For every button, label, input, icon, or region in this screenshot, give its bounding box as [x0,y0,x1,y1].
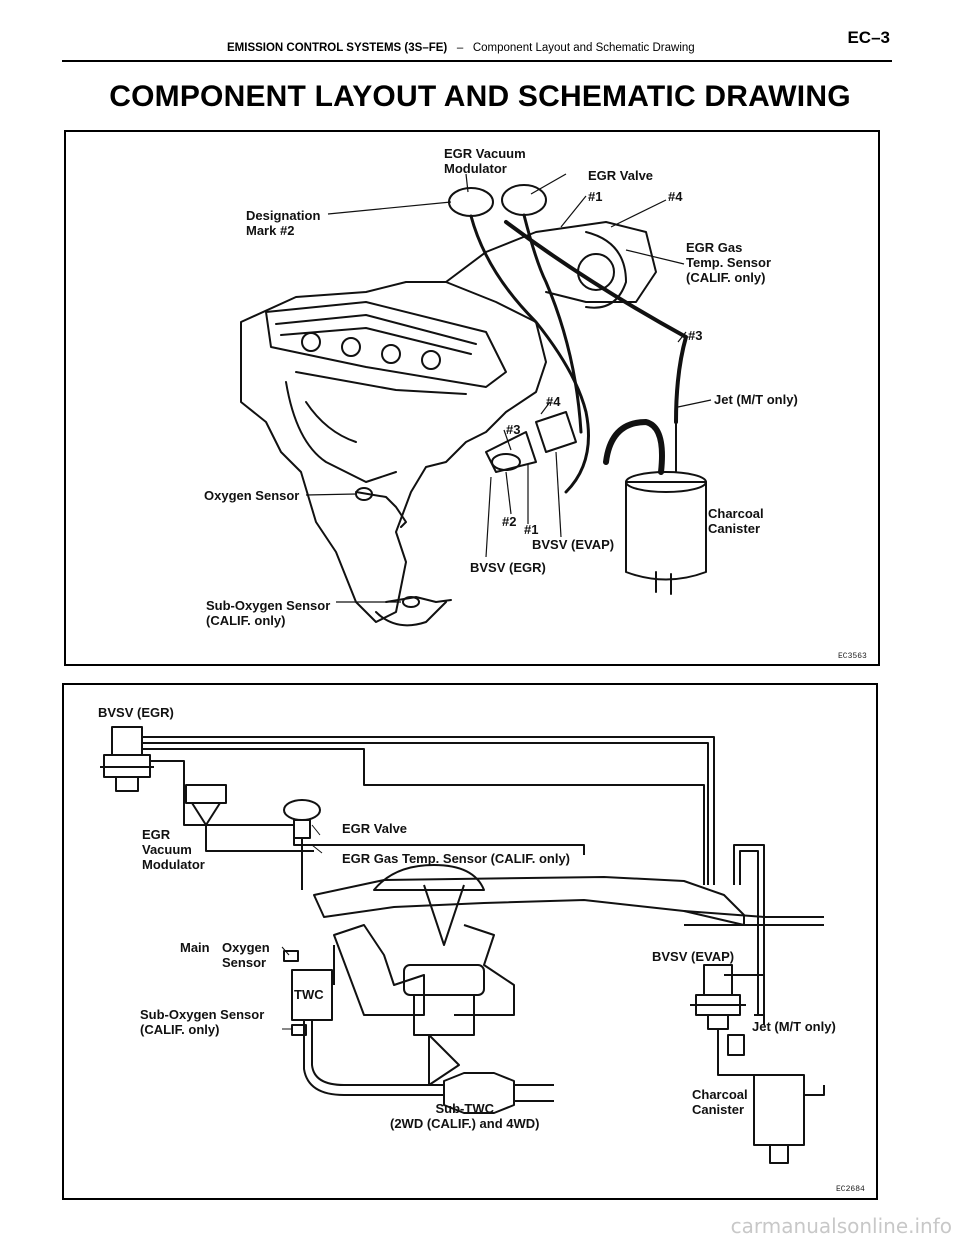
label-bvsv-egr: BVSV (EGR) [470,560,546,575]
label-sub-oxygen-sensor: Sub-Oxygen Sensor (CALIF. only) [206,598,331,628]
label-designation-mark: Designation Mark #2 [246,208,321,238]
label-hose-4: #4 [668,189,683,204]
schematic-figure: BVSV (EGR) EGR Vacuum Modulator EGR Valv… [62,683,878,1200]
label-egr-valve: EGR Valve [342,821,408,836]
label-sub-oxygen-sensor: Sub-Oxygen Sensor (CALIF. only) [140,1007,265,1037]
header-section-line: EMISSION CONTROL SYSTEMS (3S–FE) – Compo… [227,42,695,54]
label-hose-4-mid: #4 [546,394,561,409]
page-number: EC–3 [847,28,890,47]
label-charcoal-canister: Charcoal Canister [708,506,764,536]
label-jet: Jet (M/T only) [714,392,798,407]
label-hose-3-right: #3 [688,328,703,343]
figure-code: EC3563 [838,652,867,661]
label-hose-1-low: #1 [524,522,539,537]
label-bvsv-evap: BVSV (EVAP) [532,537,615,552]
label-twc: TWC [294,987,324,1002]
label-egr-gas-temp-sensor: EGR Gas Temp. Sensor (CALIF. only) [686,240,772,285]
page-header: EMISSION CONTROL SYSTEMS (3S–FE) – Compo… [62,22,892,62]
label-oxygen-sensor: Oxygen Sensor [204,488,300,503]
label-jet: Jet (M/T only) [752,1019,836,1034]
label-egr-vacuum-modulator: EGR Vacuum Modulator [444,146,526,176]
label-bvsv-egr: BVSV (EGR) [98,705,174,720]
label-hose-1: #1 [588,189,603,204]
label-charcoal-canister: Charcoal Canister [692,1087,748,1117]
watermark: carmanualsonline.info [730,1214,952,1238]
label-hose-3-mid: #3 [506,422,521,437]
header-subsection: Component Layout and Schematic Drawing [472,42,695,54]
label-sub-twc: Sub-TWC (2WD (CALIF.) and 4WD) [390,1101,540,1131]
label-egr-vacuum-modulator: EGR Vacuum Modulator [142,827,205,872]
schematic-illustration [100,726,825,1164]
header-section: EMISSION CONTROL SYSTEMS (3S–FE) [227,42,448,54]
page-title: COMPONENT LAYOUT AND SCHEMATIC DRAWING [109,80,851,113]
figure-code: EC2684 [836,1185,865,1194]
label-oxygen-sensor: Oxygen Sensor [222,940,270,970]
label-bvsv-evap: BVSV (EVAP) [652,949,735,964]
label-egr-gas-temp-sensor: EGR Gas Temp. Sensor (CALIF. only) [342,851,571,866]
component-layout-figure: EGR Vacuum Modulator EGR Valve #1 #4 Des… [64,130,880,666]
label-egr-valve: EGR Valve [588,168,654,183]
label-main: Main [180,940,210,955]
header-separator: – [456,42,464,54]
label-hose-2: #2 [502,514,517,529]
engine-illustration [240,173,712,627]
